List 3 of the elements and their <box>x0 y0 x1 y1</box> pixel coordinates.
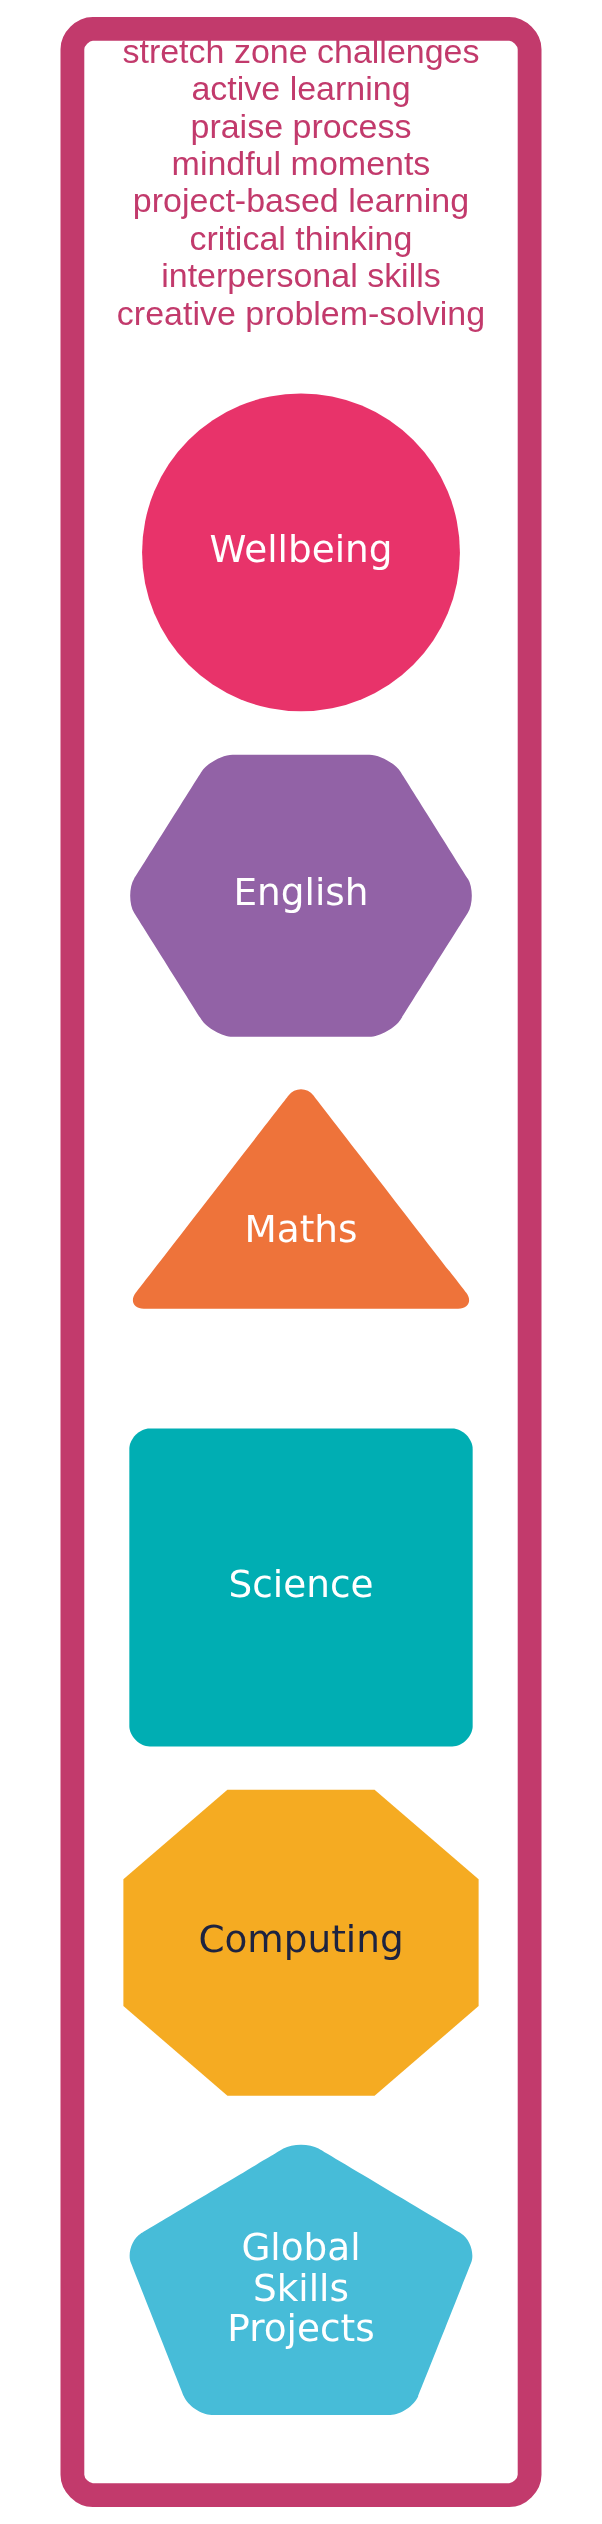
node-circle: Wellbeing <box>142 393 460 712</box>
node-box: Science <box>129 1428 473 1747</box>
node-ellipse: English <box>130 754 472 1037</box>
